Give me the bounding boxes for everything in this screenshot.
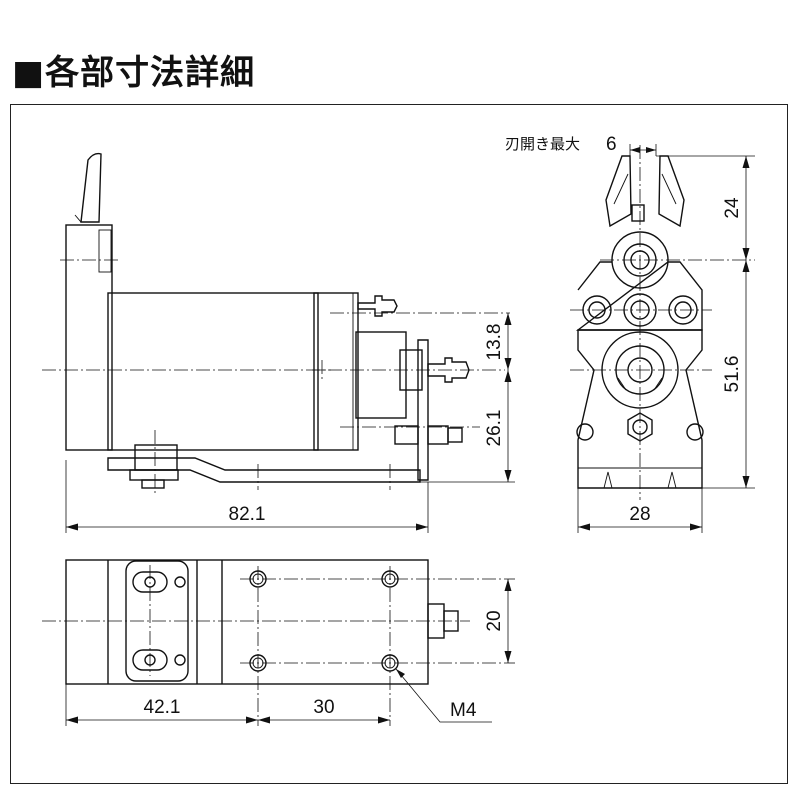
drawing-frame	[10, 104, 788, 784]
dim-front-width: 28	[629, 504, 650, 525]
side-view: 82.1 13.8 26.1	[42, 152, 515, 533]
front-view: 24 51.6 28 刃開き最大 6	[505, 134, 755, 533]
top-view: 20 42.1 30 M4	[42, 559, 515, 726]
front-jaw-right	[658, 155, 685, 228]
front-jaw-left	[605, 155, 632, 228]
label-jaw-opening: 刃開き最大	[505, 135, 580, 153]
dim-top-hole-pitch: 30	[313, 697, 334, 718]
dim-top-left-offset: 42.1	[144, 697, 181, 718]
side-bracket	[417, 339, 429, 481]
side-gearbox	[355, 331, 407, 419]
page-title: ■各部寸法詳細	[12, 53, 256, 93]
side-blade	[80, 152, 102, 223]
dim-top-width: 20	[484, 610, 505, 631]
dim-front-body-height: 51.6	[722, 356, 743, 393]
dim-side-length: 82.1	[229, 504, 266, 525]
dim-front-jaw-height: 24	[722, 197, 743, 219]
air-fitting-front	[427, 357, 470, 383]
side-motor-body	[107, 292, 319, 451]
side-motor-cap	[313, 292, 359, 451]
dim-side-upper-height: 13.8	[484, 324, 505, 361]
side-mount-plate	[65, 224, 113, 451]
air-fitting-upper	[357, 295, 398, 317]
dim-side-lower-height: 26.1	[484, 410, 505, 447]
dim-jaw-opening: 6	[606, 134, 617, 155]
label-thread: M4	[450, 700, 477, 721]
